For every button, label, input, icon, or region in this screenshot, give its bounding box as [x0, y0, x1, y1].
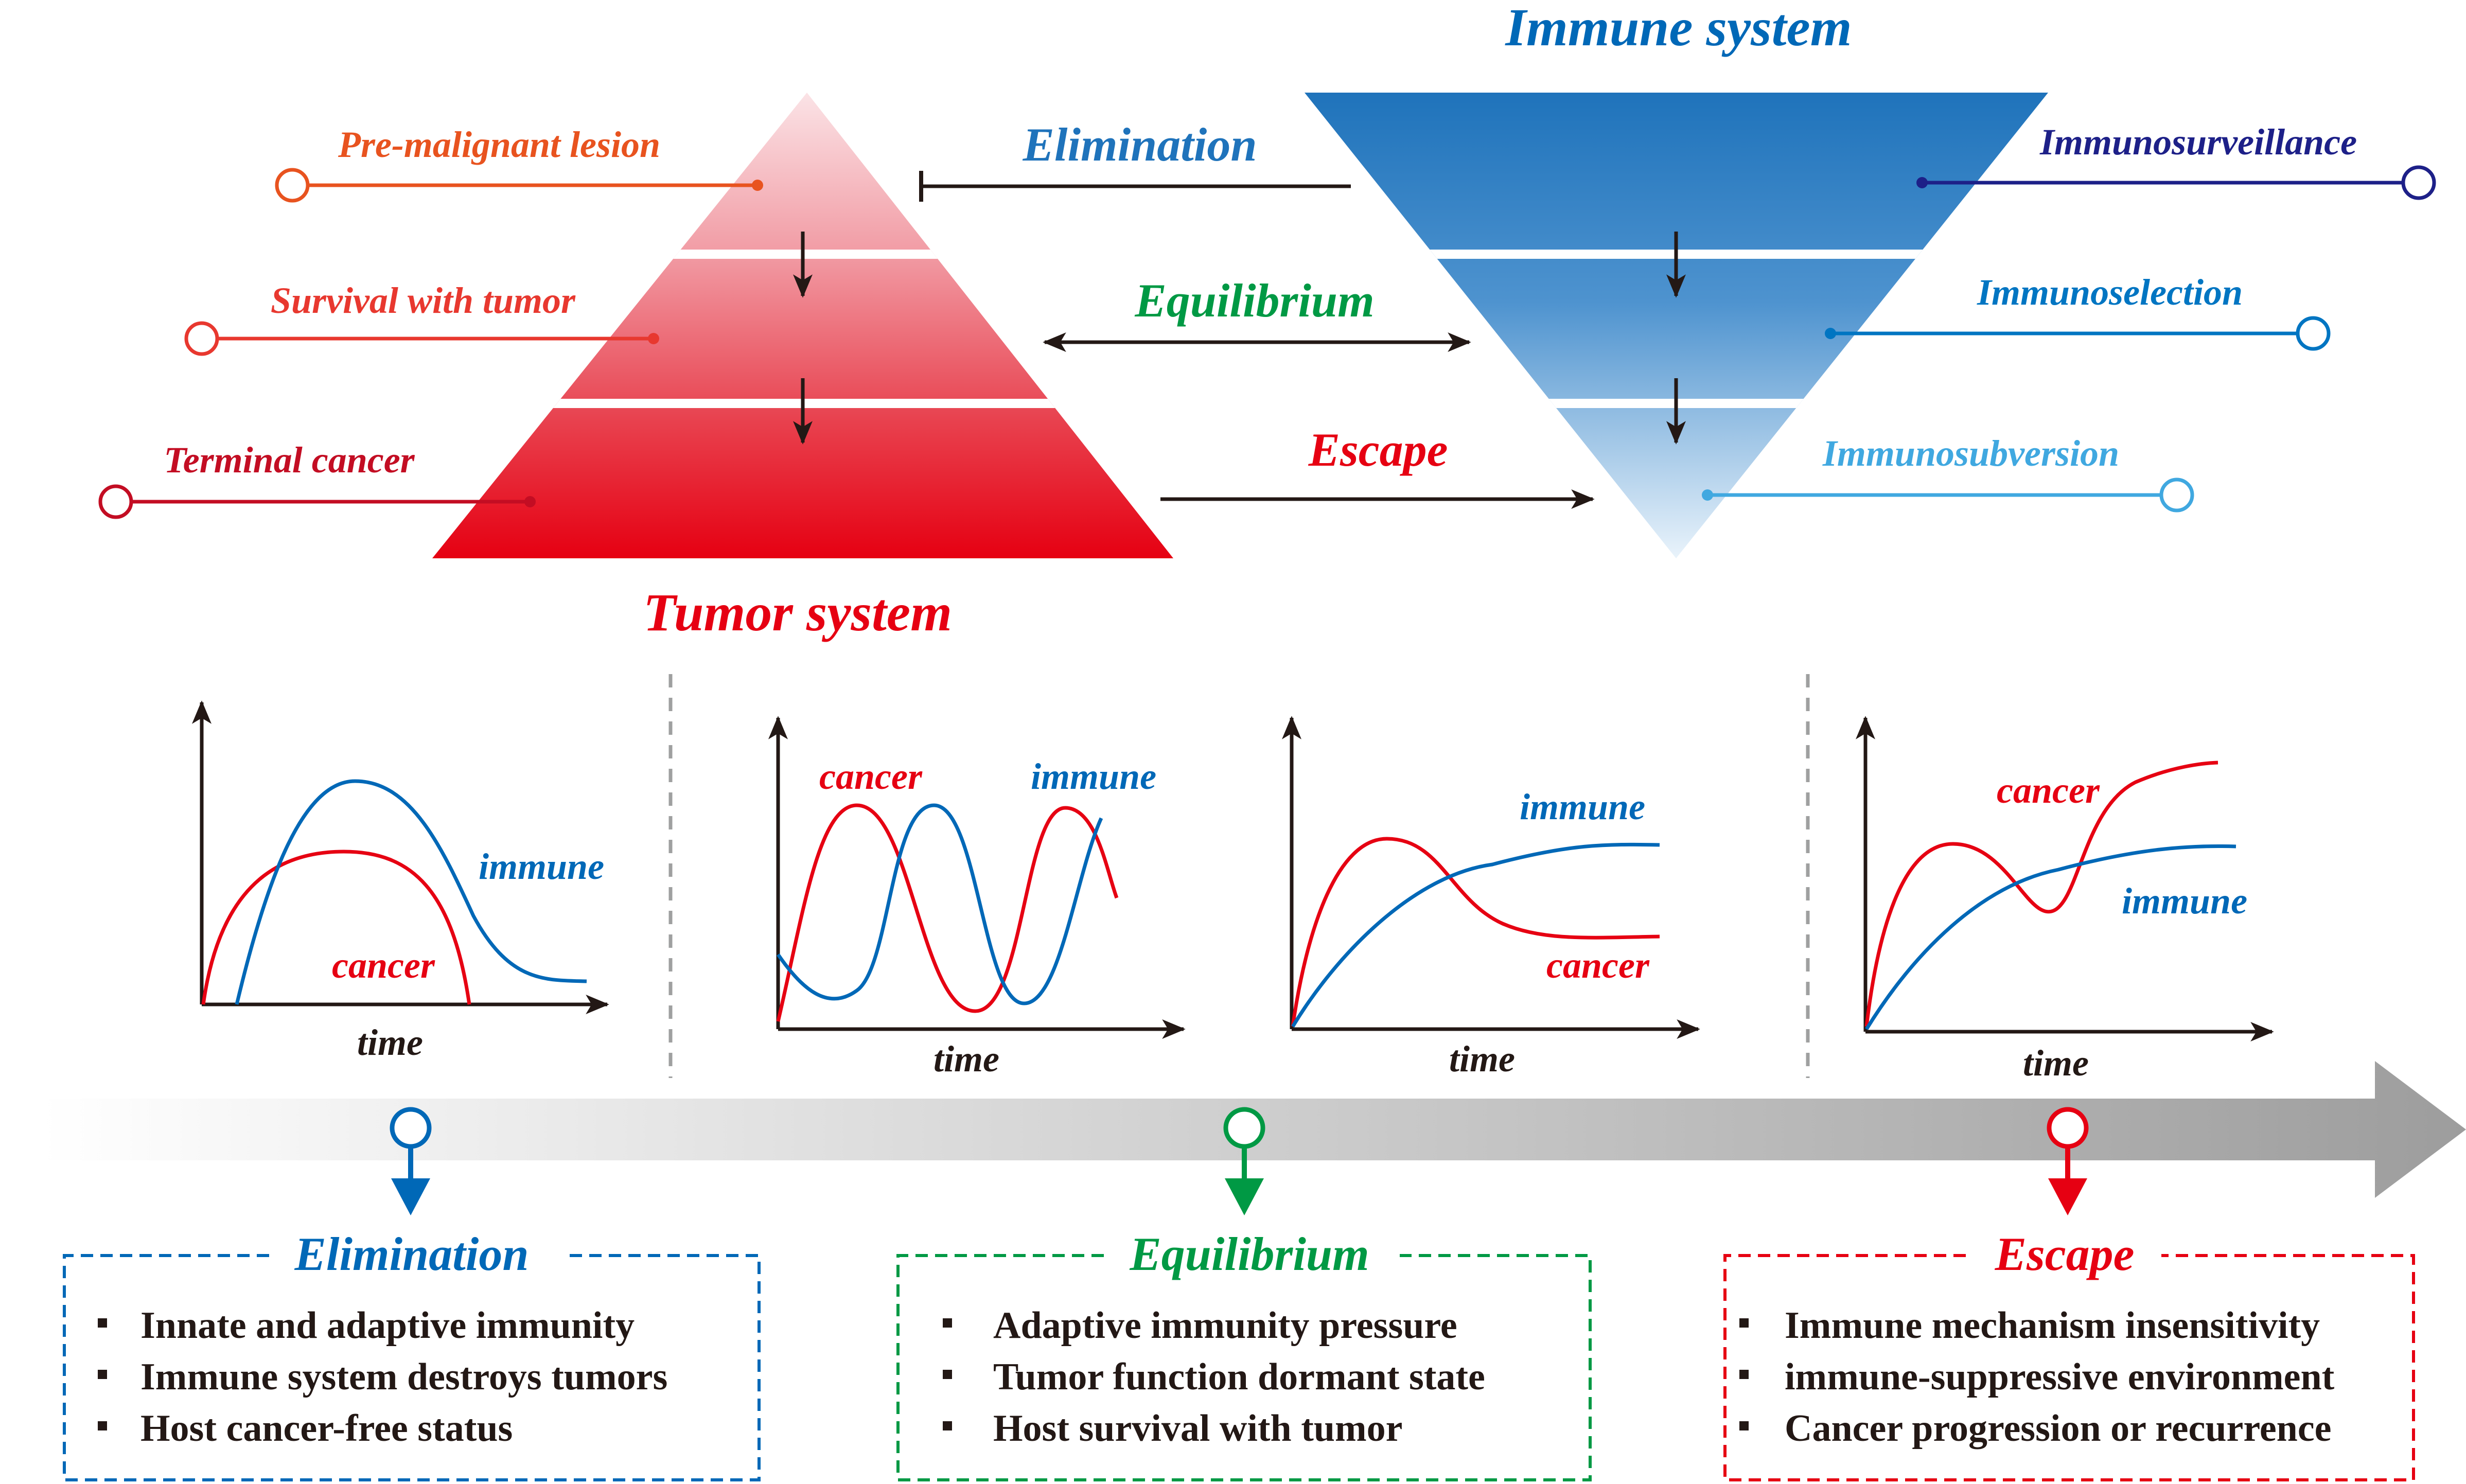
phase-marker-icon	[390, 1107, 432, 1149]
phase-item: Immune mechanism insensitivity	[1785, 1304, 2320, 1347]
cancer-curve	[1864, 761, 2218, 1027]
callout-marker-icon	[275, 168, 310, 203]
cancer-label: cancer	[332, 945, 435, 986]
phase-marker-icon	[1223, 1107, 1265, 1149]
phase-item: Host survival with tumor	[993, 1407, 1403, 1450]
tumor-stage-callouts: Pre-malignant lesion Survival with tumor…	[98, 124, 763, 519]
immune-curve	[235, 779, 587, 1005]
bullet-icon	[1739, 1421, 1749, 1430]
cancer-curve	[1291, 837, 1660, 1027]
time-label: time	[2023, 1043, 2089, 1084]
bullet-icon	[98, 1318, 107, 1328]
phase-marker-escape	[2047, 1107, 2089, 1215]
time-label: time	[1449, 1038, 1515, 1080]
phase-item: Innate and adaptive immunity	[140, 1304, 635, 1347]
bullet-icon	[1739, 1318, 1749, 1328]
immune-curve	[1865, 844, 2236, 1030]
bullet-icon	[943, 1318, 952, 1328]
immune-stage-callouts: Immunosurveillance Immunoselection Immun…	[1702, 121, 2436, 513]
graph-escape: cancer immune time	[1856, 716, 2274, 1084]
system-interactions: Elimination Equilibrium Escape	[919, 118, 1595, 509]
immune-label: immune	[479, 846, 604, 887]
callout-marker-icon	[98, 484, 133, 519]
immune-stage-label: Immunosubversion	[1822, 433, 2119, 474]
cancer-label: cancer	[1546, 945, 1650, 986]
immune-label: immune	[1520, 786, 1645, 827]
callout-marker-icon	[184, 321, 219, 356]
time-label: time	[933, 1038, 999, 1080]
callout-marker-icon	[2401, 165, 2436, 200]
phase-title: Elimination	[294, 1228, 529, 1280]
bullet-icon	[943, 1370, 952, 1379]
immune-curve	[777, 803, 1103, 1005]
phase-box-equilibrium: Equilibrium Adaptive immunity pressure T…	[896, 1228, 1592, 1481]
phase-item: Adaptive immunity pressure	[993, 1304, 1457, 1347]
immune-stage-label: Immunosurveillance	[2039, 121, 2357, 163]
cancer-label: cancer	[819, 756, 923, 797]
cancer-curve	[776, 803, 1119, 1022]
immune-label: immune	[2122, 880, 2247, 922]
graph-equilibrium-oscillation: cancer immune time	[768, 716, 1186, 1080]
phase-item: Tumor function dormant state	[993, 1356, 1485, 1398]
interaction-escape: Escape	[1308, 423, 1448, 476]
cancer-label: cancer	[1997, 770, 2100, 811]
phase-marker-elimination	[390, 1107, 432, 1215]
immune-stage-label: Immunoselection	[1977, 272, 2243, 313]
phase-item: Host cancer-free status	[140, 1407, 513, 1450]
phase-title: Equilibrium	[1129, 1228, 1369, 1280]
phase-box-elimination: Elimination Innate and adaptive immunity…	[63, 1228, 761, 1481]
graph-equilibrium-plateau: immune cancer time	[1282, 716, 1700, 1080]
tumor-stage-label: Terminal cancer	[164, 439, 415, 481]
bullet-icon	[98, 1421, 107, 1430]
bullet-icon	[98, 1370, 107, 1379]
cancer-curve	[201, 850, 471, 1005]
interaction-elimination: Elimination	[1022, 118, 1257, 171]
time-label: time	[357, 1022, 423, 1063]
graph-elimination: immune cancer time	[192, 700, 609, 1063]
bullet-icon	[1739, 1370, 1749, 1379]
phase-item: Immune system destroys tumors	[140, 1356, 667, 1398]
immune-label: immune	[1031, 756, 1156, 797]
phase-title: Escape	[1995, 1228, 2135, 1280]
callout-marker-icon	[2296, 316, 2331, 351]
bullet-icon	[943, 1421, 952, 1430]
phase-item: immune-suppressive environment	[1785, 1356, 2335, 1398]
phase-item: Cancer progression or recurrence	[1785, 1407, 2332, 1450]
phase-marker-icon	[2047, 1107, 2089, 1149]
phase-marker-equilibrium	[1223, 1107, 1265, 1215]
interaction-equilibrium: Equilibrium	[1134, 274, 1374, 327]
immune-curve	[1291, 842, 1660, 1028]
tumor-stage-label: Pre-malignant lesion	[338, 124, 660, 165]
phase-box-escape: Escape Immune mechanism insensitivity im…	[1723, 1228, 2415, 1481]
immune-pyramid	[1305, 93, 2048, 558]
tumor-stage-label: Survival with tumor	[271, 280, 576, 321]
immune-system-title: Immune system	[1504, 0, 1852, 57]
tumor-system-title: Tumor system	[643, 583, 952, 642]
callout-marker-icon	[2159, 478, 2194, 513]
